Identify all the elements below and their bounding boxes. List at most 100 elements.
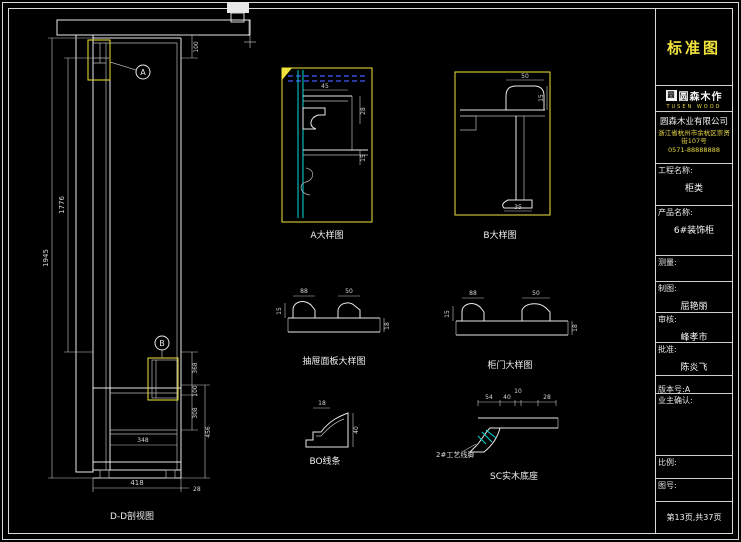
scale-label: 比例: [658,458,677,467]
dim-drawer-height: 368 [192,362,199,374]
callout-b-label: B [159,339,165,348]
owner-confirm-label: 业主确认: [658,396,693,405]
dim-shelf-depth: 348 [137,437,149,444]
drawer-panel-view: 88 50 15 18 抽屉面板大样图 [276,288,391,367]
draft-field: 制图: 屈艳丽 [656,282,732,313]
callout-a: A [109,61,151,80]
detail-b-title: B大样图 [483,229,516,241]
measure-label: 测量: [658,258,677,267]
version-field: 版本号:A [656,376,732,394]
door-dimensions: 88 50 15 18 [444,290,579,335]
callout-a-label: A [140,68,146,77]
dim-b1: 50 [521,73,529,80]
sheet-top-tab [227,2,249,13]
product-value: 6#装饰柜 [673,226,715,236]
dim-m1: 18 [318,400,326,407]
dim-base-total: 456 [205,426,212,438]
company-info: 圆森木业有限公司 浙江省杭州市余杭区崇贤街107号 0571-88888888 [656,112,732,164]
molding-dimensions: 18 40 [313,400,360,447]
dim-door-h: 15 [444,310,451,318]
approve-value: 陈炎飞 [680,363,708,373]
page-number-field: 第13页,共37页 [656,502,732,533]
detail-a-view: 45 28 15 A大样图 [281,67,373,241]
dim-base-height: 308 [192,407,199,419]
company-address: 浙江省杭州市余杭区崇贤街107号 [658,129,730,145]
molding-title: BO线条 [309,455,340,467]
dim-base-3: 10 [514,388,522,395]
callout-b: B [154,335,170,358]
dim-a1: 45 [321,83,329,90]
dim-door-t: 18 [572,324,579,332]
project-field: 工程名称: 柜类 [656,164,732,206]
product-label: 产品名称: [658,208,693,217]
dim-ceiling-gap: 100 [193,41,200,53]
base-title: SC实木底座 [490,470,538,482]
dim-base-2: 40 [503,394,511,401]
dd-section-title: D-D剖视图 [110,510,154,522]
dim-dp-t: 18 [384,322,391,330]
dim-total-height: 1945 [42,249,50,267]
wall-hatch [75,34,94,473]
project-value: 柜类 [684,184,703,194]
dim-door-w: 88 [469,290,477,297]
title-block: 标准图 圆 圆森木作 TUSEN WOOD 圆森木业有限公司 浙江省杭州市余杭区… [655,8,733,534]
ceiling-hatch [56,19,251,36]
dim-base-1: 54 [485,394,493,401]
logo-mark-icon: 圆 [665,89,677,101]
dim-gap: 100 [192,385,199,397]
detail-b-marker-box [147,357,179,401]
detail-a-dimensions: 45 28 15 [303,83,367,165]
detail-b-dimensions: 50 15 35 [504,73,548,212]
logo-name: 圆森木作 [678,91,723,103]
dim-depth: 418 [130,479,143,487]
detail-a-marker-box [87,39,111,81]
dim-base-4: 28 [543,394,551,401]
door-title: 柜门大样图 [487,359,532,371]
version-label: 版本号: [658,385,685,394]
detail-a-title: A大样图 [310,229,343,241]
base-view: 54 40 10 28 2#工艺线脚 SC实木底座 [436,388,559,482]
title-block-header: 标准图 [656,9,732,86]
approve-field: 批准: 陈炎飞 [656,343,732,376]
drawing-no-label: 图号: [658,481,677,490]
drawer-panel-dimensions: 88 50 15 18 [276,288,391,332]
page-number: 第13页,共37页 [666,513,722,522]
dd-section-view: A B 1776 1945 100 3 [42,19,251,522]
dim-m2: 40 [353,426,360,434]
review-field: 审核: 峰孝市 [656,313,732,343]
dim-interior-height: 1776 [58,196,66,214]
door-view: 88 50 15 18 柜门大样图 [444,290,579,371]
draft-value: 屈艳丽 [680,302,708,312]
review-label: 审核: [658,315,677,324]
section-cut-marker [282,68,292,80]
dd-dimensions: 1776 1945 100 368 100 308 456 418 28 [42,34,212,493]
draft-label: 制图: [658,284,677,293]
drawing-no-field: 图号: [656,479,732,502]
product-field: 产品名称: 6#装饰柜 [656,206,732,256]
scale-field: 比例: [656,456,732,479]
dim-a3: 15 [360,154,367,162]
company-logo: 圆 圆森木作 TUSEN WOOD [656,86,732,112]
dim-door-w2: 50 [532,290,540,297]
version-value: A [684,385,691,394]
dim-b3: 35 [514,204,522,211]
standard-drawing-title: 标准图 [666,38,721,57]
review-value: 峰孝市 [680,333,708,343]
dim-dp-w2: 50 [345,288,353,295]
molding-view: 18 40 BO线条 [305,400,360,467]
dim-b2: 15 [538,94,545,102]
company-phone: 0571-88888888 [668,146,720,154]
dim-a2: 28 [360,107,367,115]
project-label: 工程名称: [658,166,693,175]
measure-field: 测量: [656,256,732,282]
dim-dp-w: 88 [300,288,308,295]
detail-b-view: 50 15 35 B大样图 [454,71,551,241]
drawer-panel-title: 抽屉面板大样图 [302,355,365,367]
approve-label: 批准: [658,345,677,354]
base-note: 2#工艺线脚 [436,450,474,459]
dim-panel-thk: 28 [193,486,201,493]
dim-dp-h: 15 [276,307,283,315]
